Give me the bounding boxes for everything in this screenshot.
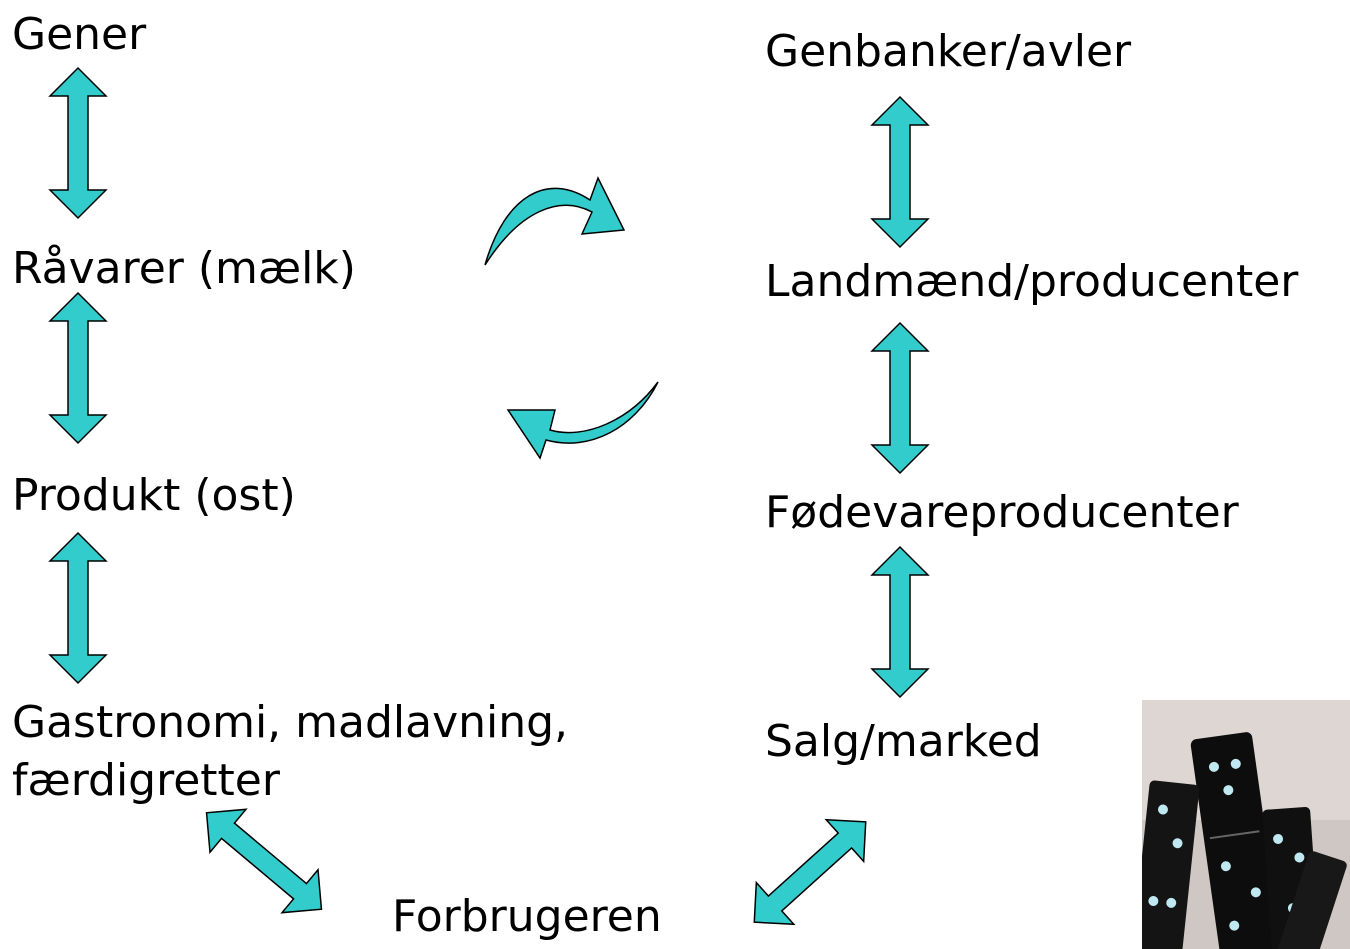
label-fodevare: Fødevareproducenter xyxy=(765,487,1239,538)
label-genbanker: Genbanker/avler xyxy=(765,26,1132,77)
arrow-gener-ravarer xyxy=(49,67,107,219)
label-landmaend: Landmænd/producenter xyxy=(765,256,1299,307)
curved-arrow-right-icon xyxy=(484,176,626,266)
arrow-salg-forbrugeren xyxy=(734,800,886,944)
arrow-landmaend-fodevare xyxy=(871,322,929,474)
arrow-genbanker-landmaend xyxy=(871,96,929,248)
label-gastronomi-line1: Gastronomi, madlavning, xyxy=(12,697,569,748)
curved-arrow-left-icon xyxy=(506,381,659,460)
arrow-ravarer-produkt xyxy=(49,292,107,444)
label-gener: Gener xyxy=(12,9,147,60)
arrow-gastronomi-forbrugeren xyxy=(187,790,341,932)
label-gastronomi-line2: færdigretter xyxy=(12,755,280,806)
arrow-fodevare-salg xyxy=(871,546,929,698)
dominoes-photo xyxy=(1142,700,1350,949)
label-ravarer: Råvarer (mælk) xyxy=(12,243,356,294)
arrow-produkt-gastronomi xyxy=(49,532,107,684)
label-produkt: Produkt (ost) xyxy=(12,470,296,521)
label-forbrugeren: Forbrugeren xyxy=(392,891,662,942)
label-salg: Salg/marked xyxy=(765,716,1042,767)
